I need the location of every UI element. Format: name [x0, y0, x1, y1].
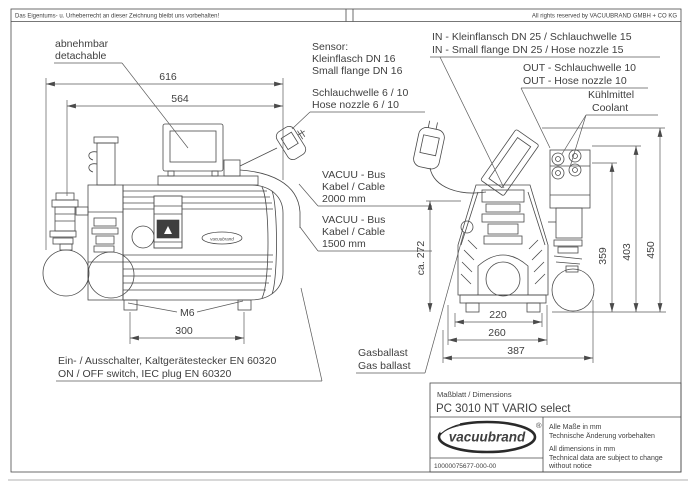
svg-text:All dimensions in mm: All dimensions in mm [549, 446, 615, 453]
cable-connector [223, 159, 241, 177]
front-view-drawing: IN - Kleinflansch DN 25 / Schlauchwelle … [356, 31, 666, 374]
flask-in-arch [485, 261, 521, 297]
svg-text:Gas ballast: Gas ballast [358, 360, 411, 372]
svg-text:Kühlmittel: Kühlmittel [588, 89, 634, 101]
svg-text:403: 403 [621, 243, 633, 261]
svg-text:Sensor:: Sensor: [312, 41, 348, 53]
svg-text:Gasballast: Gasballast [358, 347, 408, 359]
inlet-valve-unit [153, 195, 183, 249]
sheet-type: Maßblatt / Dimensions [437, 390, 512, 399]
svg-text:Technische Änderung vorbehalte: Technische Änderung vorbehalten [549, 432, 655, 440]
svg-text:vacuubrand: vacuubrand [210, 237, 234, 242]
svg-text:387: 387 [507, 345, 525, 357]
side-view-drawing: vacuubrand [42, 38, 432, 382]
svg-text:ON / OFF switch, IEC plug EN 6: ON / OFF switch, IEC plug EN 60320 [58, 368, 231, 380]
round-flask-right [87, 251, 135, 299]
svg-text:IN - Kleinflansch DN 25 / Schl: IN - Kleinflansch DN 25 / Schlauchwelle … [432, 31, 632, 43]
svg-text:IN - Small flange DN 25 / Hose: IN - Small flange DN 25 / Hose nozzle 15 [432, 44, 624, 56]
bus-cable-1500-label: VACUU - Bus Kabel / Cable 1500 mm [299, 214, 432, 252]
svg-text:Schlauchwelle 6 / 10: Schlauchwelle 6 / 10 [312, 87, 408, 99]
vacuum-sensor [239, 125, 307, 228]
svg-text:VACUU - Bus: VACUU - Bus [322, 169, 385, 181]
svg-text:OUT - Hose nozzle 10: OUT - Hose nozzle 10 [523, 75, 627, 87]
svg-text:M6: M6 [180, 307, 195, 319]
svg-text:Kleinflasch DN 16: Kleinflasch DN 16 [312, 53, 396, 65]
title-block: Maßblatt / Dimensions PC 3010 NT VARIO s… [429, 382, 682, 473]
bus-cable [239, 169, 301, 228]
svg-text:Alle Maße in mm: Alle Maße in mm [549, 424, 602, 431]
sensor-cable-front [429, 167, 487, 194]
dimension-616: 616 [45, 71, 284, 250]
gas-ballast-valve [460, 220, 474, 234]
svg-text:Hose nozzle 6 / 10: Hose nozzle 6 / 10 [312, 99, 399, 111]
svg-text:Coolant: Coolant [592, 102, 628, 114]
gas-ballast-label: Gasballast Gas ballast [356, 231, 465, 374]
dimension-300: 300 [129, 312, 245, 344]
svg-text:Ein- / Ausschalter, Kaltgeräte: Ein- / Ausschalter, Kaltgerätestecker EN… [58, 355, 276, 367]
controller-display-front [480, 129, 539, 196]
svg-text:260: 260 [488, 327, 506, 339]
round-flask-left [42, 249, 90, 297]
sensor-label: Sensor: Kleinflasch DN 16 Small flange D… [312, 41, 403, 77]
copyright-note: Das Eigentums- u. Urheberrecht an dieser… [15, 14, 219, 20]
controller-display [157, 123, 259, 186]
svg-text:450: 450 [645, 241, 657, 259]
pump-body-side: vacuubrand [87, 184, 284, 311]
right-foot [237, 299, 252, 311]
svg-text:ca. 272: ca. 272 [415, 241, 427, 276]
vacuubrand-logo: vacuubrand ® [437, 420, 542, 454]
pump-body-front [457, 184, 549, 313]
vacuum-sensor-front [413, 120, 487, 194]
svg-text:abnehmbar: abnehmbar [55, 38, 109, 50]
svg-text:Kabel / Cable: Kabel / Cable [322, 226, 385, 238]
svg-text:1500 mm: 1500 mm [322, 238, 366, 250]
dimension-359: 359 [592, 162, 617, 313]
coolant-assembly [548, 149, 595, 312]
title-block-notes: Alle Maße in mm Technische Änderung vorb… [548, 424, 663, 470]
svg-text:616: 616 [159, 71, 177, 83]
round-flask-front [551, 268, 595, 312]
sensor-cable [239, 147, 278, 167]
doc-number: 10000075677-000-00 [434, 463, 497, 470]
svg-text:vacuubrand: vacuubrand [449, 430, 526, 445]
hose-nozzle-label: Schlauchwelle 6 / 10 Hose nozzle 6 / 10 [291, 87, 425, 130]
left-foot [123, 299, 138, 311]
dimension-220: 220 [454, 309, 543, 327]
svg-text:2000 mm: 2000 mm [322, 193, 366, 205]
bus-cable-2000-label: VACUU - Bus Kabel / Cable 2000 mm [298, 169, 432, 207]
svg-text:300: 300 [175, 325, 193, 337]
svg-text:without notice: without notice [548, 463, 592, 470]
svg-text:220: 220 [489, 309, 507, 321]
rights-note: All rights reserved by VACUUBRAND GMBH +… [532, 14, 677, 20]
registered-mark: ® [536, 421, 542, 430]
sheet-frame: Das Eigentums- u. Urheberrecht an dieser… [8, 8, 688, 481]
product-name: PC 3010 NT VARIO select [436, 403, 571, 415]
dimension-403: 403 [592, 145, 641, 313]
dimension-260: 260 [447, 305, 548, 345]
inlet-label: IN - Kleinflansch DN 25 / Schlauchwelle … [430, 31, 660, 189]
dimension-564: 564 [66, 93, 284, 196]
svg-text:Small flange DN 16: Small flange DN 16 [312, 65, 403, 77]
svg-text:564: 564 [171, 93, 189, 105]
svg-text:OUT - Schlauchwelle 10: OUT - Schlauchwelle 10 [523, 62, 636, 74]
dimension-272: ca. 272 [415, 200, 461, 313]
vacuubrand-body-badge: vacuubrand [201, 231, 243, 245]
svg-text:359: 359 [597, 247, 609, 265]
svg-text:detachable: detachable [55, 50, 107, 62]
left-attachments [42, 136, 135, 299]
svg-text:VACUU - Bus: VACUU - Bus [322, 214, 385, 226]
dimension-387: 387 [442, 300, 594, 363]
svg-text:Kabel / Cable: Kabel / Cable [322, 181, 385, 193]
switch-label: Ein- / Ausschalter, Kaltgerätestecker EN… [56, 287, 323, 382]
detachable-label: abnehmbar detachable [54, 38, 189, 149]
outlet-label: OUT - Schlauchwelle 10 OUT - Hose nozzle… [520, 62, 648, 149]
coolant-label: Kühlmittel Coolant [561, 89, 658, 168]
svg-text:Technical data are subject to: Technical data are subject to change [549, 455, 663, 462]
dimension-450: 450 [542, 127, 666, 313]
m6-label: M6 [127, 300, 244, 319]
